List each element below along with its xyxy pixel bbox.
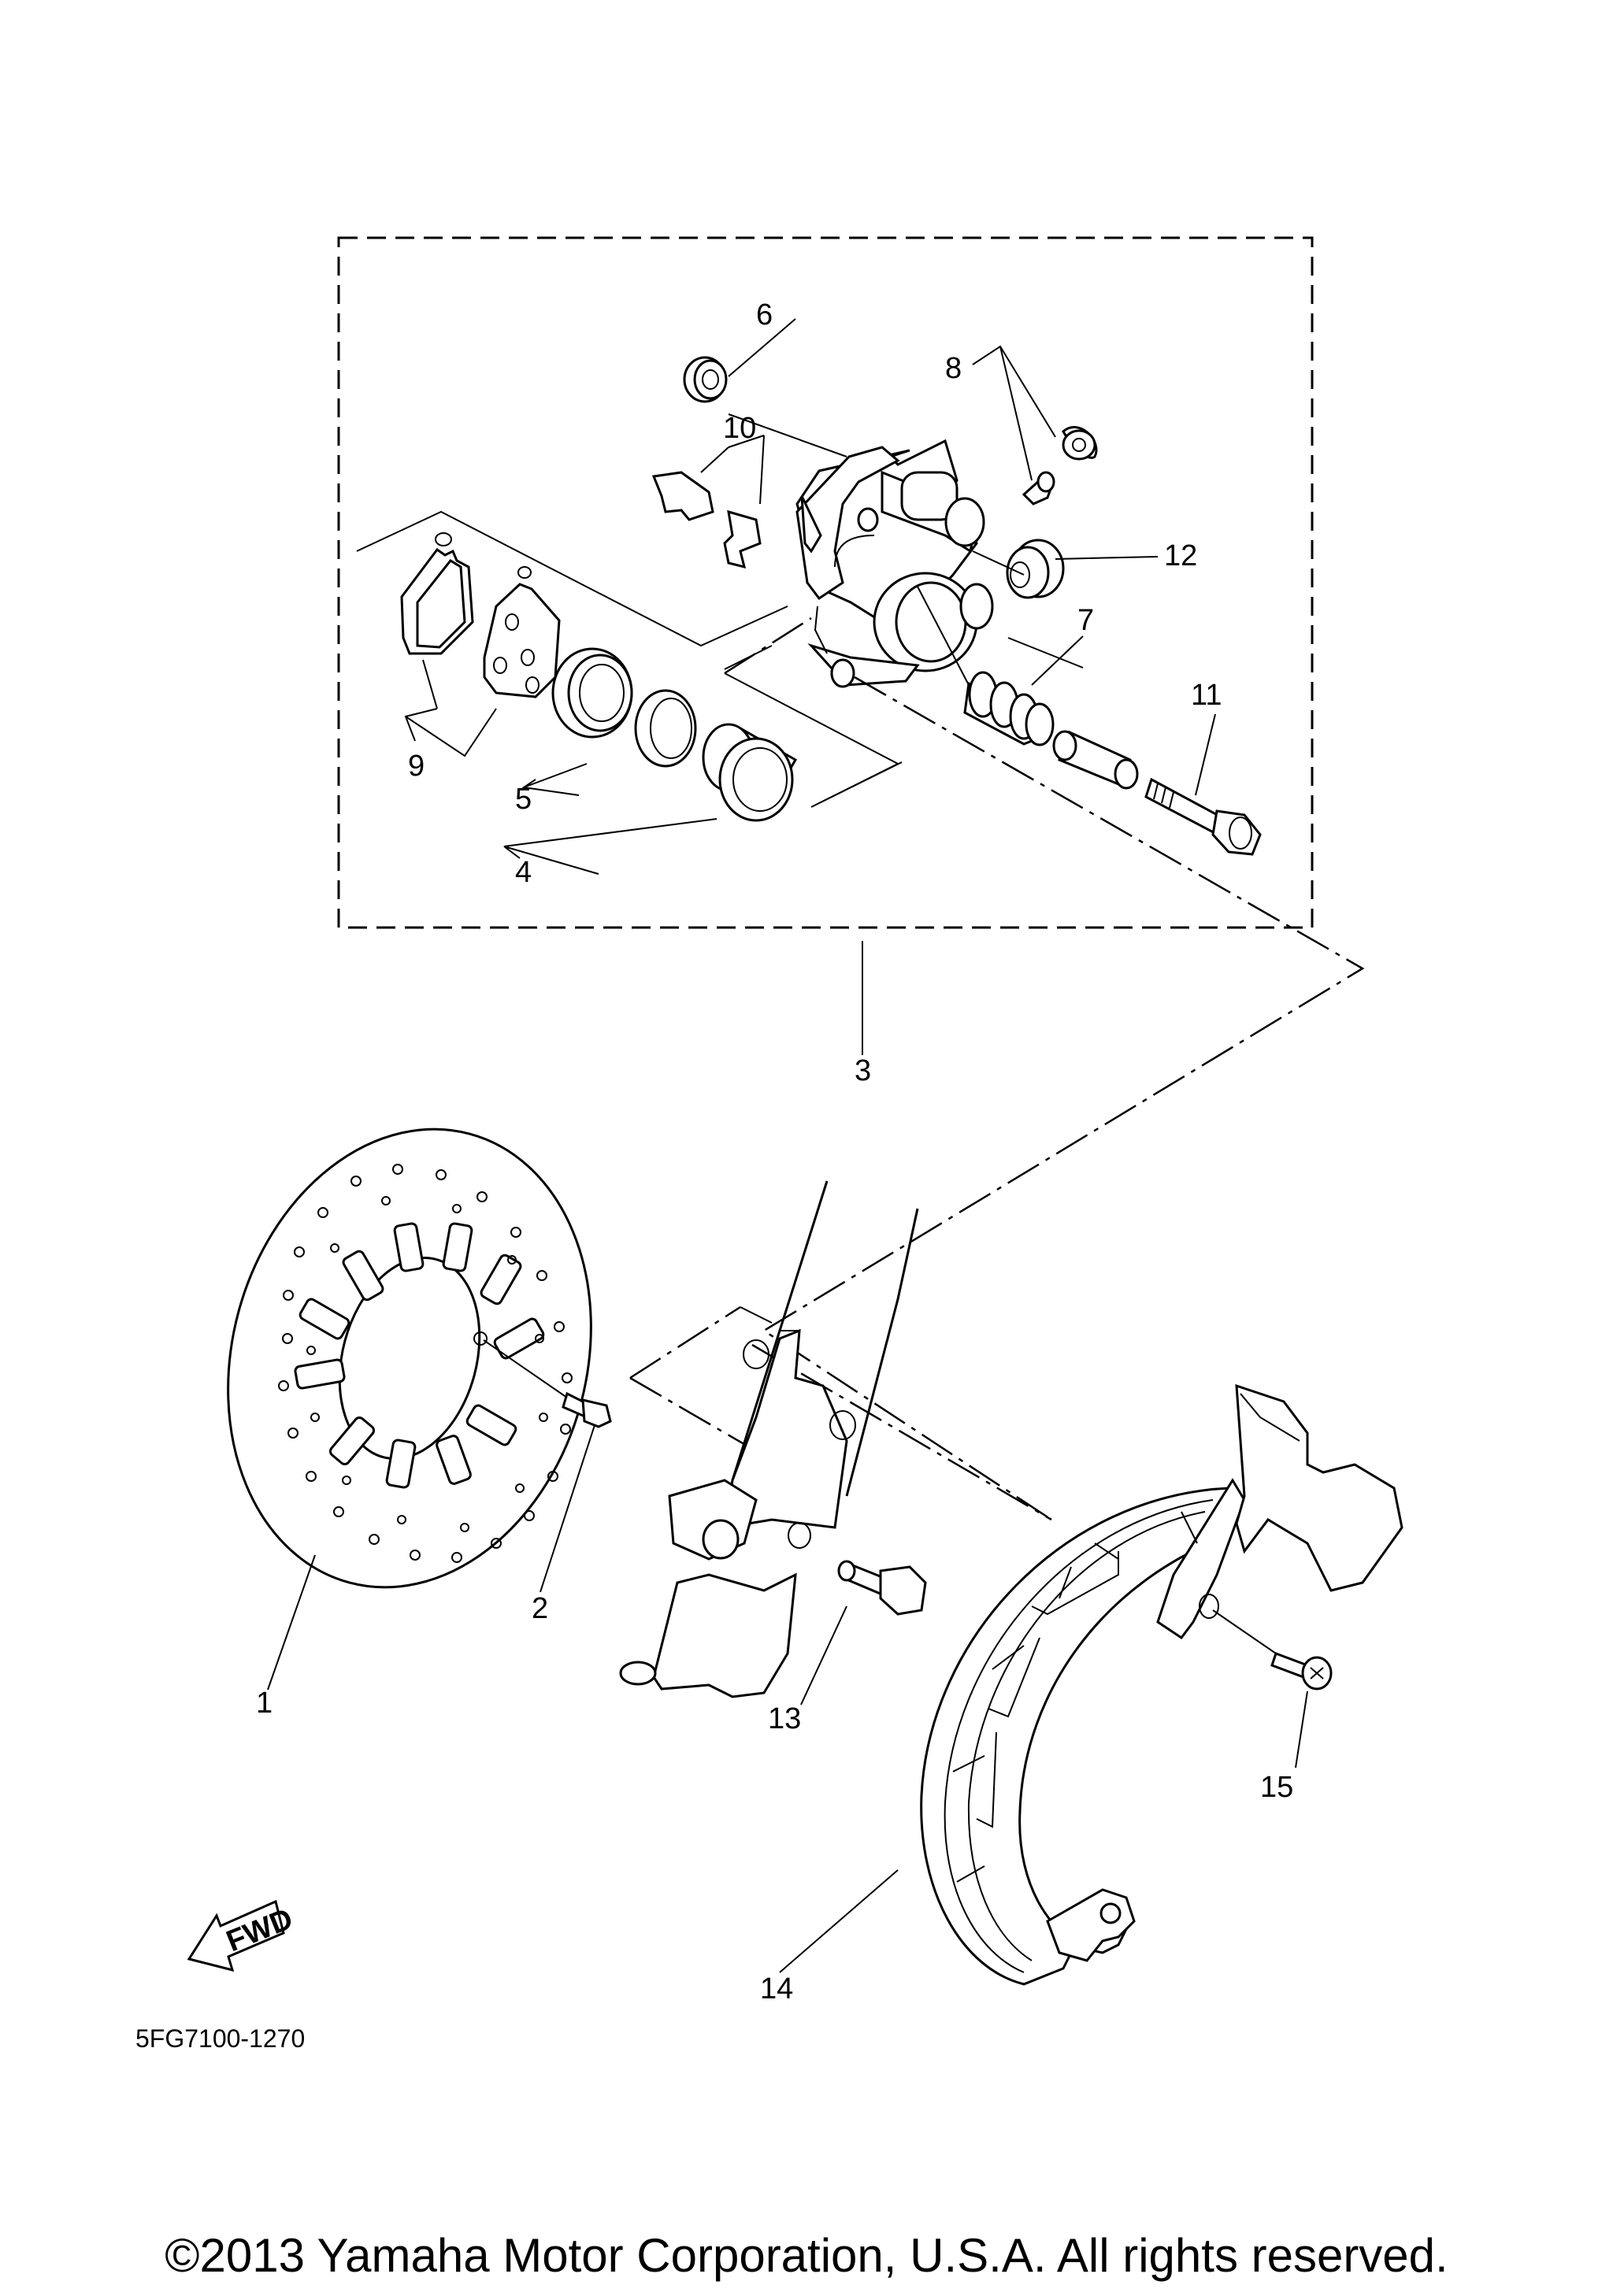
label-part-5: 5 [515,783,532,816]
part-11-bolt [1144,777,1262,856]
caliper-body [795,439,994,688]
label-part-3: 3 [855,1054,871,1087]
label-part-12: 12 [1164,539,1197,572]
part-15-screw [1212,1609,1333,1691]
caliper-assembly-boundary [337,236,1314,929]
copyright-footer: ©2013 Yamaha Motor Corporation, U.S.A. A… [165,2229,1448,2282]
caliper-reference-lines [356,413,1084,808]
part-7-bellows-boot [963,671,1055,746]
slide-pin-sleeve [1052,730,1139,790]
label-part-9: 9 [408,750,425,783]
part-2-disc-bolt [483,1339,612,1428]
part-labels: 6 8 10 12 7 11 9 5 4 3 1 2 13 15 14 5FG7… [135,298,1293,2053]
label-part-15: 15 [1260,1771,1293,1804]
label-part-2: 2 [532,1592,548,1625]
label-part-1: 1 [256,1687,273,1720]
diagram-code: 5FG7100-1270 [135,2024,305,2053]
label-part-4: 4 [515,856,532,889]
forward-direction-arrow-icon: FWD [187,1899,298,1972]
part-13-bolt [837,1560,927,1616]
part-10-pad-clips [651,471,762,569]
label-part-14: 14 [760,1972,793,2005]
assembly-chain-lines [629,617,1365,1521]
part-9-brake-pads [400,532,561,698]
part-4-piston [702,723,798,822]
label-part-8: 8 [945,352,962,385]
part-12-boot [1006,539,1065,599]
part-8-bleed-screw [1022,426,1098,505]
part-1-brake-disc [227,1128,592,1589]
part-5-seals [551,647,697,768]
leader-lines [267,318,1308,1973]
label-part-11: 11 [1191,679,1222,712]
disc-vent-slots [294,1222,545,1489]
disc-holes [278,1164,573,1563]
front-fork-leg [619,1180,919,1698]
label-part-6: 6 [756,298,773,331]
part-6-bleed-cap [683,356,728,403]
label-part-13: 13 [768,1702,801,1735]
part-14-disc-guard [920,1383,1403,1986]
label-part-10: 10 [723,412,756,445]
label-part-7: 7 [1077,604,1094,637]
